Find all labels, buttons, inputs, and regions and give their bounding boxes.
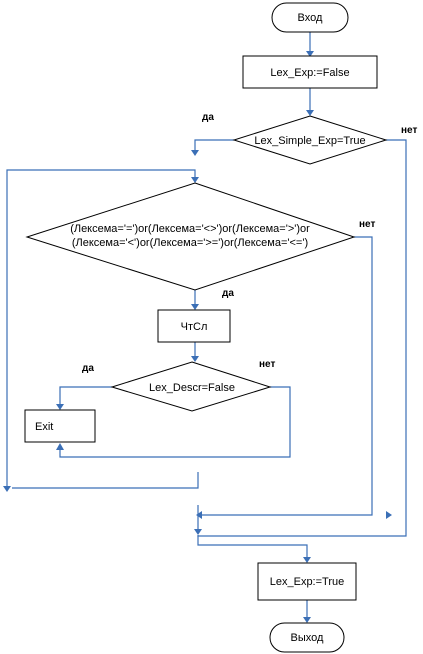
arrowhead bbox=[306, 51, 314, 57]
read-word-process: ЧтСл bbox=[157, 309, 231, 343]
connector-descr-yes bbox=[59, 386, 112, 405]
end-terminal: Выход bbox=[269, 622, 345, 653]
arrowhead bbox=[386, 511, 392, 519]
start-label: Вход bbox=[298, 12, 323, 24]
connector-merge-to-assign bbox=[197, 536, 308, 558]
connector-relation-no bbox=[198, 236, 373, 516]
simple-exp-label: Lex_Simple_Exp=True bbox=[254, 135, 365, 147]
exit-process: Exit bbox=[24, 409, 96, 443]
arrowhead bbox=[191, 177, 199, 183]
arrowhead bbox=[191, 304, 199, 310]
assign-false-label: Lex_Exp:=False bbox=[270, 67, 349, 79]
relation-yes-label: да bbox=[222, 288, 234, 299]
assign-true-process: Lex_Exp:=True bbox=[257, 562, 357, 601]
start-terminal: Вход bbox=[271, 2, 349, 33]
arrowhead bbox=[56, 443, 64, 450]
connector-loop-bottom bbox=[12, 472, 199, 489]
read-word-label: ЧтСл bbox=[181, 321, 208, 333]
arrowhead bbox=[191, 356, 199, 362]
arrowhead bbox=[194, 529, 202, 535]
exit-label: Exit bbox=[35, 421, 53, 433]
arrowhead bbox=[3, 486, 11, 492]
connector-descr-no bbox=[59, 386, 291, 458]
arrowhead bbox=[196, 511, 202, 519]
descr-yes-label: да bbox=[82, 363, 94, 374]
arrowhead bbox=[191, 150, 199, 156]
relation-label-line1: (Лексема='=')or(Лексема='<>')or(Лексема=… bbox=[70, 223, 310, 235]
connectors bbox=[3, 32, 407, 623]
simple-no-label: нет bbox=[401, 125, 417, 136]
connector-simple-no bbox=[197, 139, 407, 537]
relation-no-label: нет bbox=[359, 219, 375, 230]
arrowhead bbox=[303, 557, 311, 563]
relation-label-line2: (Лексема='<')or(Лексема='>=')or(Лексема=… bbox=[72, 237, 308, 249]
relation-decision: (Лексема='=')or(Лексема='<>')or(Лексема=… bbox=[25, 182, 356, 291]
simple-exp-decision: Lex_Simple_Exp=True bbox=[232, 115, 388, 165]
arrowhead bbox=[306, 110, 314, 116]
descr-no-label: нет bbox=[259, 359, 275, 370]
connector-loop-left bbox=[6, 169, 196, 488]
end-label: Выход bbox=[291, 632, 324, 644]
arrowhead bbox=[56, 404, 64, 410]
assign-false-process: Lex_Exp:=False bbox=[242, 55, 378, 89]
descr-decision: Lex_Descr=False bbox=[110, 361, 272, 412]
assign-true-label: Lex_Exp:=True bbox=[270, 576, 345, 588]
descr-label: Lex_Descr=False bbox=[149, 382, 235, 394]
simple-yes-label: да bbox=[202, 112, 214, 123]
arrowhead bbox=[303, 617, 311, 623]
connector-simple-yes bbox=[194, 139, 234, 152]
